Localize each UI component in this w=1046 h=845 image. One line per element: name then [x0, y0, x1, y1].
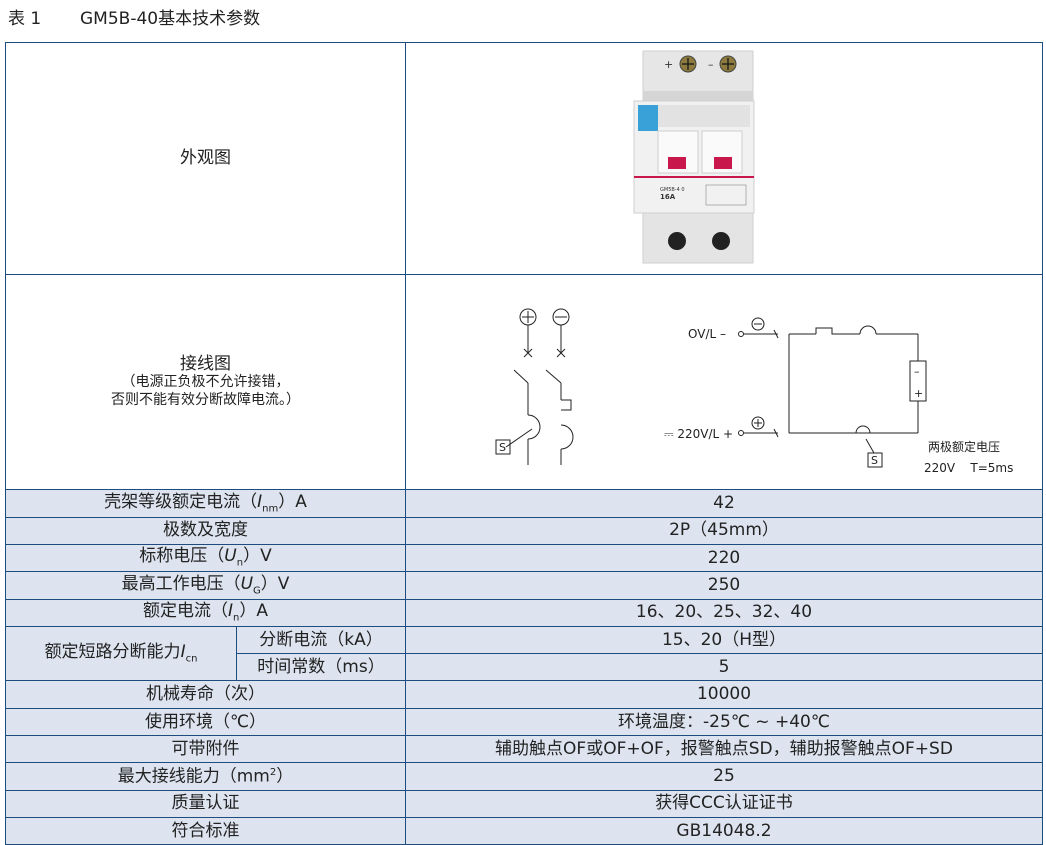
row-label: 标称电压（Un）V [5, 543, 406, 573]
terminal-minus: – [708, 58, 714, 71]
table-row: 最大接线能力（mm2） 25 [5, 762, 1043, 791]
box-minus: – [914, 365, 920, 378]
left-s-label: S [499, 441, 506, 454]
wiring-note-1: （电源正负极不允许接错， [121, 374, 290, 391]
table-row: 极数及宽度 2P（45mm） [5, 516, 1043, 545]
table-row: 符合标准 GB14048.2 [5, 816, 1043, 845]
row-value: 5 [405, 653, 1043, 682]
row-value: 10000 [405, 680, 1043, 709]
row-value: 环境温度：-25℃ ~ +40℃ [405, 707, 1043, 737]
row-value: 250 [405, 571, 1043, 600]
sub-row-label: 分断电流（kA） [236, 625, 406, 655]
row-label: 最高工作电压（UG）V [5, 571, 406, 600]
plus-symbol-icon [751, 416, 765, 430]
table-row: 标称电压（Un）V 220 [5, 543, 1043, 573]
table-row-wiring: 接线图 （电源正负极不允许接错， 否则不能有效分断故障电流。） [5, 273, 1043, 491]
appearance-image-cell: + – GM5B-4 0 16A [405, 42, 1043, 275]
row-label: 可带附件 [5, 735, 406, 764]
table-row: 最高工作电压（UG）V 250 [5, 571, 1043, 600]
table-row-appearance: 外观图 + – [5, 42, 1043, 275]
table-row: 可带附件 辅助触点OF或OF+OF，报警触点SD，辅助报警触点OF+SD [5, 735, 1043, 764]
row-label: 质量认证 [5, 789, 406, 818]
sub-row-label: 时间常数（ms） [236, 653, 406, 682]
device-current: 16A [660, 193, 676, 201]
table-row: 使用环境（℃） 环境温度：-25℃ ~ +40℃ [5, 707, 1043, 737]
box-plus: + [914, 387, 923, 400]
ov-label: OV/L – [688, 327, 726, 341]
row-value: 辅助触点OF或OF+OF，报警触点SD，辅助报警触点OF+SD [405, 735, 1043, 764]
table-row: 质量认证 获得CCC认证证书 [5, 789, 1043, 818]
row-label: 额定短路分断能力Icn [5, 625, 237, 682]
row-label: 壳架等级额定电流（Inm）A [5, 489, 406, 518]
row-label: 使用环境（℃） [5, 707, 406, 737]
table-row: 额定电流（In）A 16、20、25、32、40 [5, 598, 1043, 627]
row-value: 16、20、25、32、40 [405, 598, 1043, 627]
wiring-diagram-cell: S OV/L – – + ⎓ 220V/L + [405, 273, 1043, 491]
wiring-diagram: S OV/L – – + ⎓ 220V/L + [495, 308, 1013, 475]
voltage-time-text: 220V T=5ms [924, 461, 1013, 475]
terminal-plus: + [664, 58, 673, 71]
wiring-note-2: 否则不能有效分断故障电流。） [111, 392, 300, 409]
row-value: 2P（45mm） [405, 516, 1043, 545]
pole-voltage-text: 两极额定电压 [928, 439, 1000, 454]
row-label: 符合标准 [5, 816, 406, 845]
wiring-label-cell: 接线图 （电源正负极不允许接错， 否则不能有效分断故障电流。） [5, 273, 406, 491]
terminal-left-icon [668, 232, 686, 250]
right-s-label: S [871, 454, 878, 467]
device-model: GM5B-4 0 [660, 187, 685, 193]
row-label: 额定电流（In）A [5, 598, 406, 627]
table-row: 时间常数（ms） 5 [6, 653, 1043, 682]
row-label: 最大接线能力（mm2） [5, 762, 406, 791]
appearance-label: 外观图 [5, 42, 406, 275]
table-row: 机械寿命（次） 10000 [5, 680, 1043, 709]
row-value: GB14048.2 [405, 816, 1043, 845]
row-value: 42 [405, 489, 1043, 518]
row-label: 极数及宽度 [5, 516, 406, 545]
minus-symbol-icon [751, 317, 765, 331]
table-number: 表 1 [8, 9, 42, 29]
table-caption: 表 1 GM5B-40基本技术参数 [8, 4, 260, 29]
spec-table: 外观图 + – [5, 42, 1043, 845]
terminal-right-icon [712, 232, 730, 250]
table-row: 额定短路分断能力Icn 分断电流（kA） 15、20（H型） [5, 625, 1043, 682]
row-value: 220 [405, 543, 1043, 573]
table-title: GM5B-40基本技术参数 [80, 9, 261, 29]
breaker-image: + – GM5B-4 0 16A [633, 50, 755, 264]
row-value: 15、20（H型） [405, 625, 1043, 655]
row-label: 机械寿命（次） [5, 680, 406, 709]
wiring-label: 接线图 [180, 353, 231, 374]
row-value: 25 [405, 762, 1043, 791]
v220-label: ⎓ 220V/L + [664, 427, 733, 441]
row-value: 获得CCC认证证书 [405, 789, 1043, 818]
table-row: 壳架等级额定电流（Inm）A 42 [5, 489, 1043, 518]
